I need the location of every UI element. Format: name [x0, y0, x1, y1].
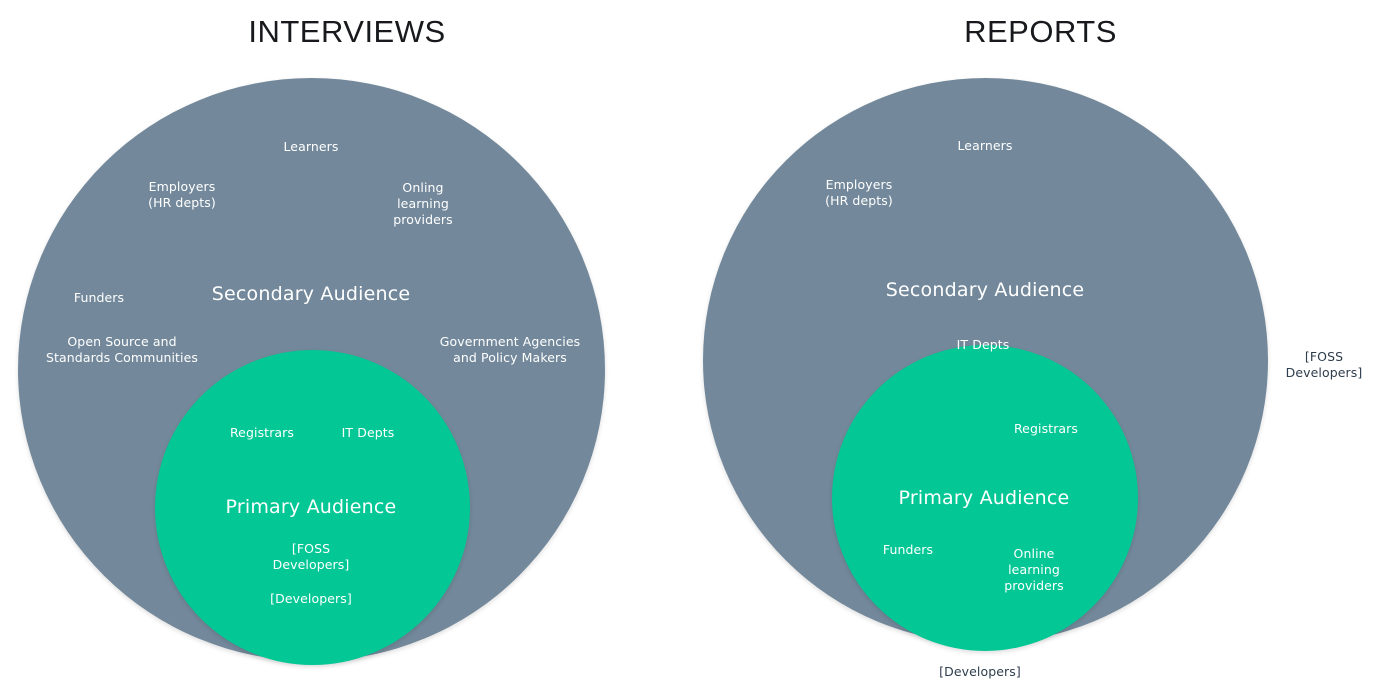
panel-interviews: INTERVIEWS Learners Employers (HR depts)… [18, 14, 605, 665]
label-secondary-audience-interviews: Secondary Audience [211, 282, 411, 305]
label-learners-reports: Learners [957, 138, 1013, 153]
label-registrars-interviews: Registrars [229, 425, 295, 440]
label-primary-audience-interviews: Primary Audience [225, 495, 397, 518]
label-funders-interviews: Funders [73, 290, 125, 305]
label-primary-audience-reports: Primary Audience [898, 486, 1070, 509]
primary-audience-circle-interviews [155, 350, 470, 665]
label-developers-interviews: [Developers] [270, 591, 352, 606]
label-it-depts-interviews: IT Depts [341, 425, 395, 440]
label-online-learning-providers-interviews: Onling learning providers [393, 180, 453, 227]
label-funders-reports: Funders [882, 542, 934, 557]
label-developers-reports-outside: [Developers] [939, 664, 1021, 679]
label-foss-developers-reports-outside: [FOSS Developers] [1285, 349, 1363, 380]
label-registrars-reports: Registrars [1013, 421, 1079, 436]
label-open-source-standards-interviews: Open Source and Standards Communities [45, 334, 199, 365]
label-online-learning-providers-reports: Online learning providers [1004, 546, 1064, 593]
label-government-agencies-interviews: Government Agencies and Policy Makers [439, 334, 581, 365]
label-it-depts-reports: IT Depts [956, 337, 1010, 352]
label-employers-interviews: Employers (HR depts) [148, 179, 216, 210]
panel-title-reports: REPORTS [964, 14, 1117, 49]
panel-reports: REPORTS Learners Employers (HR depts) Se… [694, 0, 1387, 684]
label-learners-interviews: Learners [283, 139, 339, 154]
label-employers-reports: Employers (HR depts) [825, 177, 893, 208]
label-foss-developers-interviews: [FOSS Developers] [272, 541, 350, 572]
primary-audience-circle-reports [832, 345, 1138, 651]
label-secondary-audience-reports: Secondary Audience [885, 278, 1085, 301]
panel-title-interviews: INTERVIEWS [248, 14, 446, 49]
